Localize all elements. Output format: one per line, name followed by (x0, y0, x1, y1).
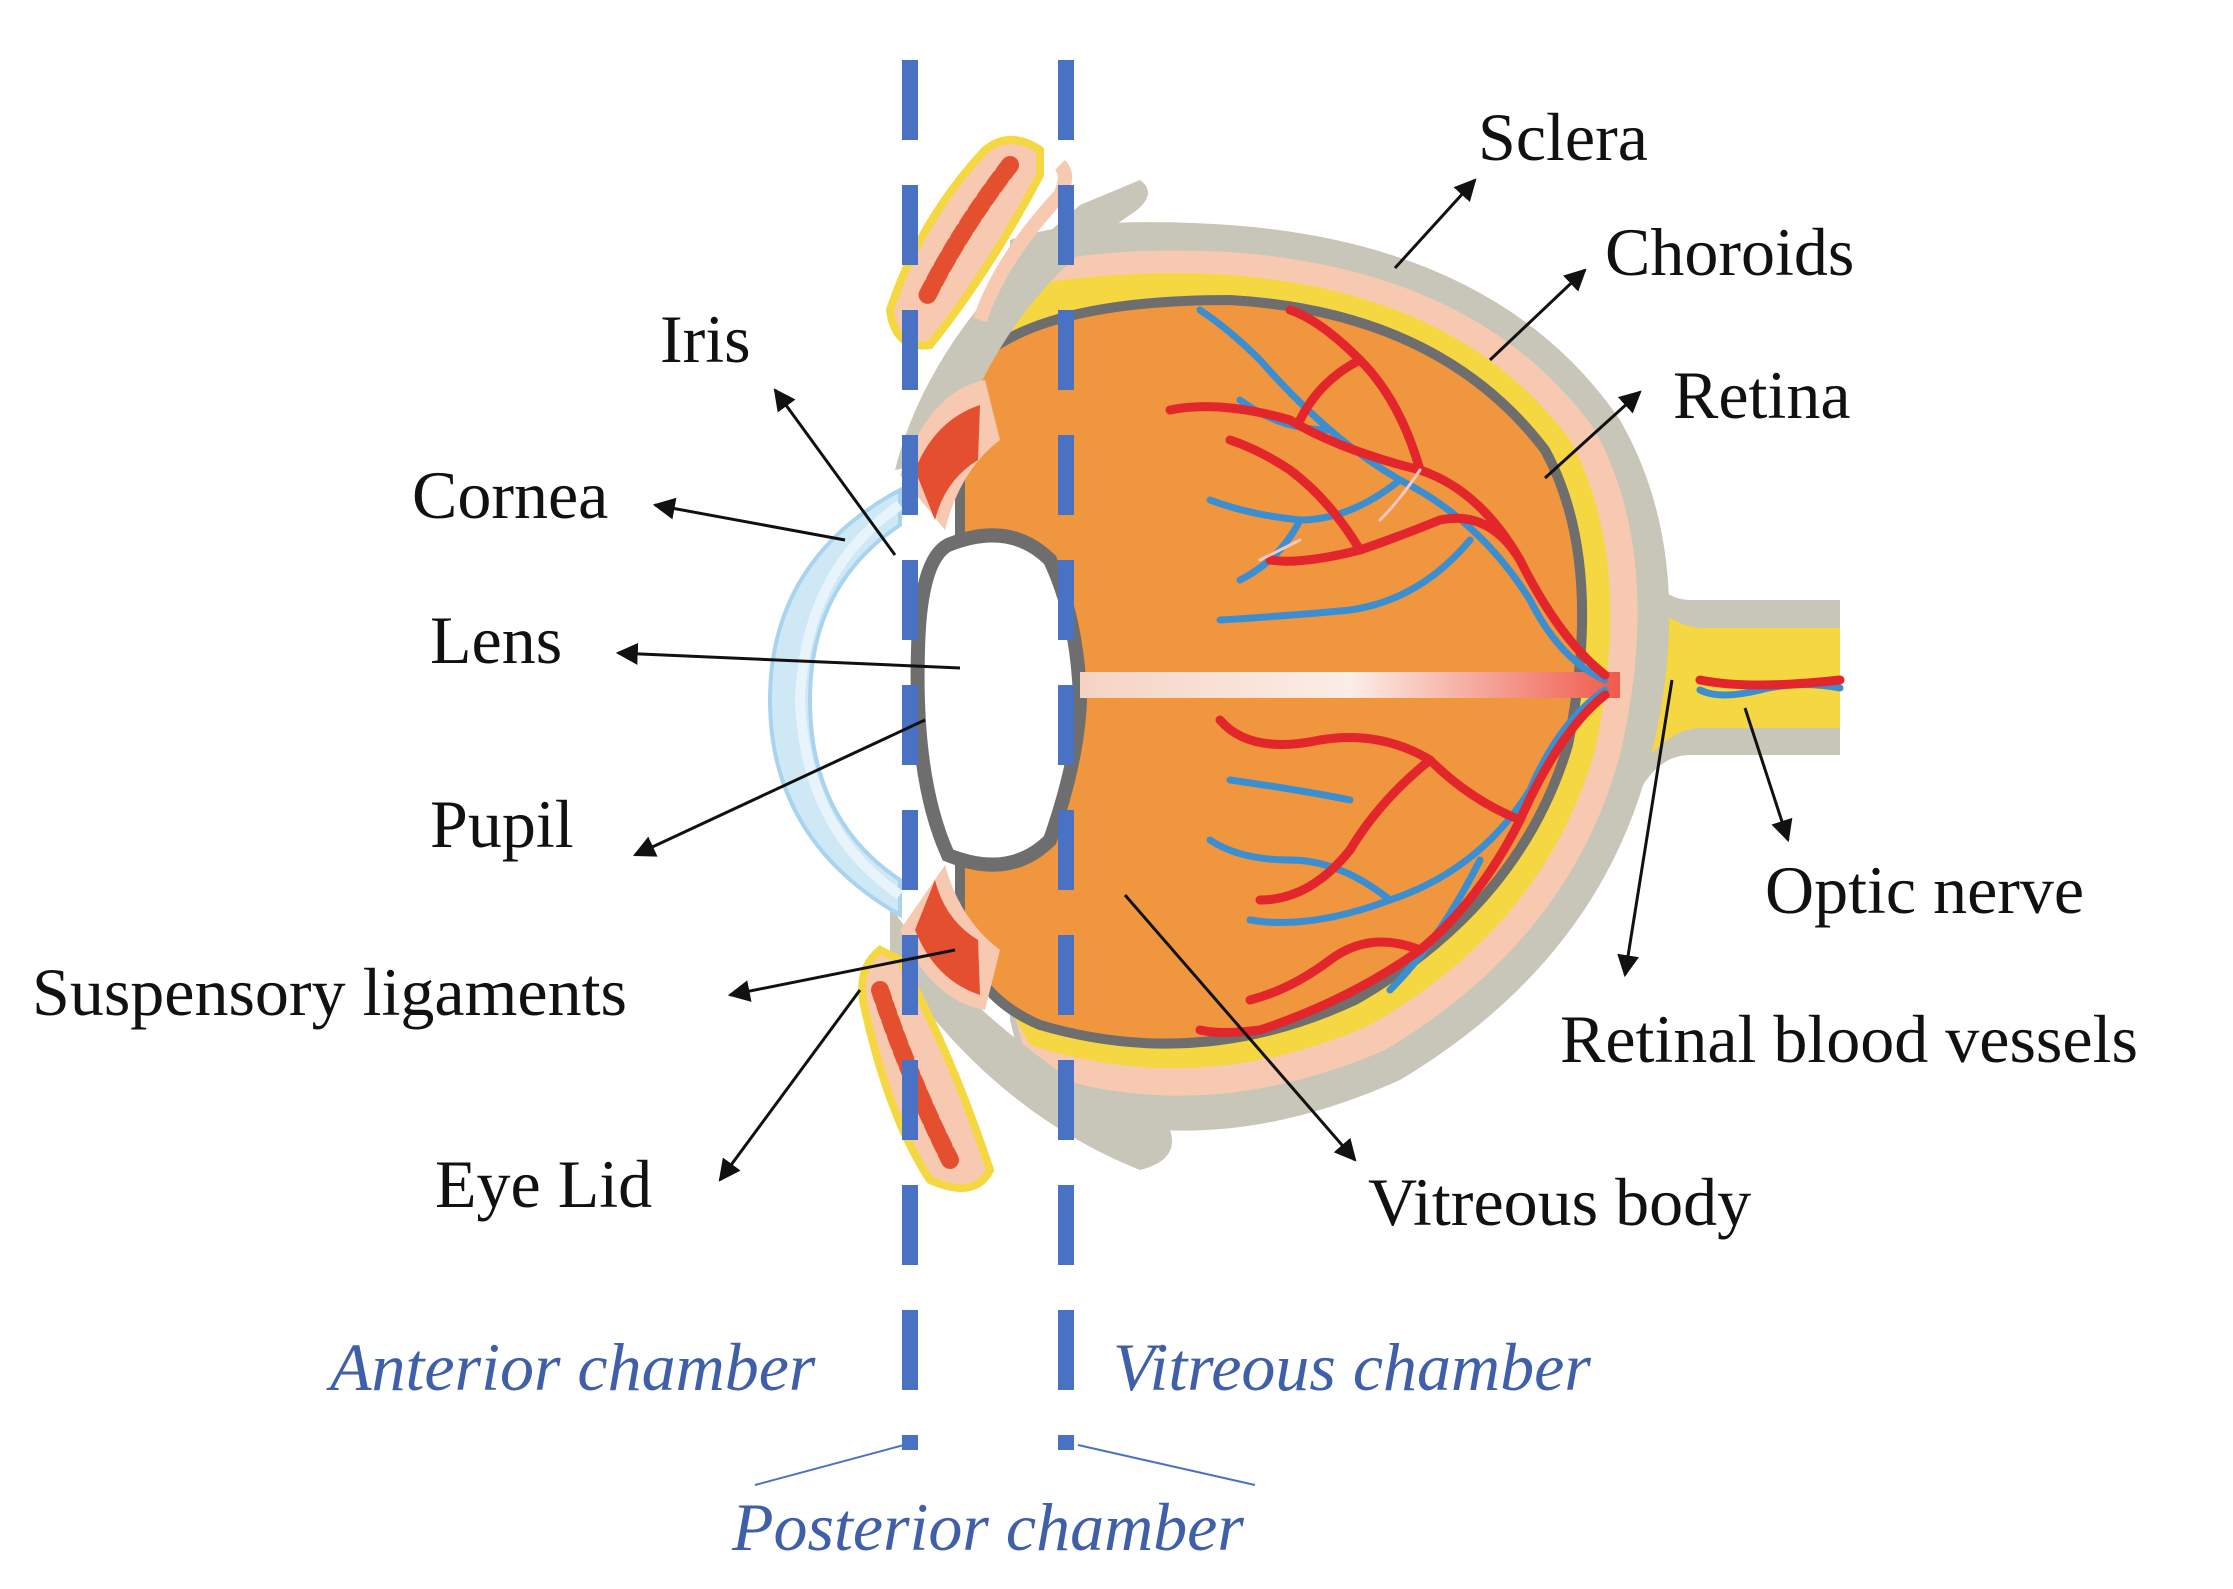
chamber-dividers (902, 60, 1074, 1450)
vitreous-body (955, 294, 1588, 1049)
retina-arrow (1543, 390, 1642, 480)
label-retinal-blood-vessels: Retinal blood vessels (1560, 1001, 2138, 1077)
optic-nerve-arrow (1743, 707, 1793, 843)
label-lens: Lens (430, 602, 562, 678)
optic-nerve-shape (1640, 560, 1840, 790)
leader-arrows (615, 178, 1793, 1182)
lens-arrow (615, 642, 961, 670)
upper-eyelid (885, 136, 1072, 350)
vitreous-body-arrow (1123, 894, 1357, 1162)
label-iris: Iris (660, 301, 751, 377)
label-vitreous-chamber: Vitreous chamber (1113, 1329, 1591, 1405)
label-posterior-chamber: Posterior chamber (731, 1489, 1244, 1565)
lens-shape (910, 528, 1088, 872)
label-cornea: Cornea (412, 457, 608, 533)
suspensory-ligaments-arrow (727, 948, 956, 1002)
label-vitreous-body: Vitreous body (1368, 1164, 1751, 1240)
label-sclera: Sclera (1478, 99, 1648, 175)
label-anterior-chamber: Anterior chamber (326, 1329, 816, 1405)
label-eye-lid: Eye Lid (435, 1146, 652, 1222)
pupil-arrow (633, 718, 926, 857)
retinal-blood-vessels (1165, 305, 1845, 1037)
ciliary-lower (915, 880, 980, 995)
label-suspensory-ligaments: Suspensory ligaments (32, 954, 627, 1030)
label-retina: Retina (1673, 357, 1851, 433)
optical-axis (1080, 672, 1620, 698)
choroids-arrow (1488, 268, 1587, 362)
cornea-shape (767, 486, 903, 919)
iris-arrow (773, 388, 897, 556)
eye-lid-arrow (718, 989, 862, 1182)
label-optic-nerve: Optic nerve (1765, 852, 2084, 928)
retinal-blood-vessels-arrow (1617, 679, 1674, 978)
label-pupil: Pupil (430, 786, 574, 862)
ciliary-upper (915, 405, 980, 520)
sclera-arrow (1393, 178, 1477, 270)
lower-sclera-front (890, 905, 1172, 1170)
cornea-arrow (652, 497, 846, 542)
posterior-chamber-bracket (754, 1444, 1256, 1486)
label-choroids: Choroids (1605, 214, 1854, 290)
